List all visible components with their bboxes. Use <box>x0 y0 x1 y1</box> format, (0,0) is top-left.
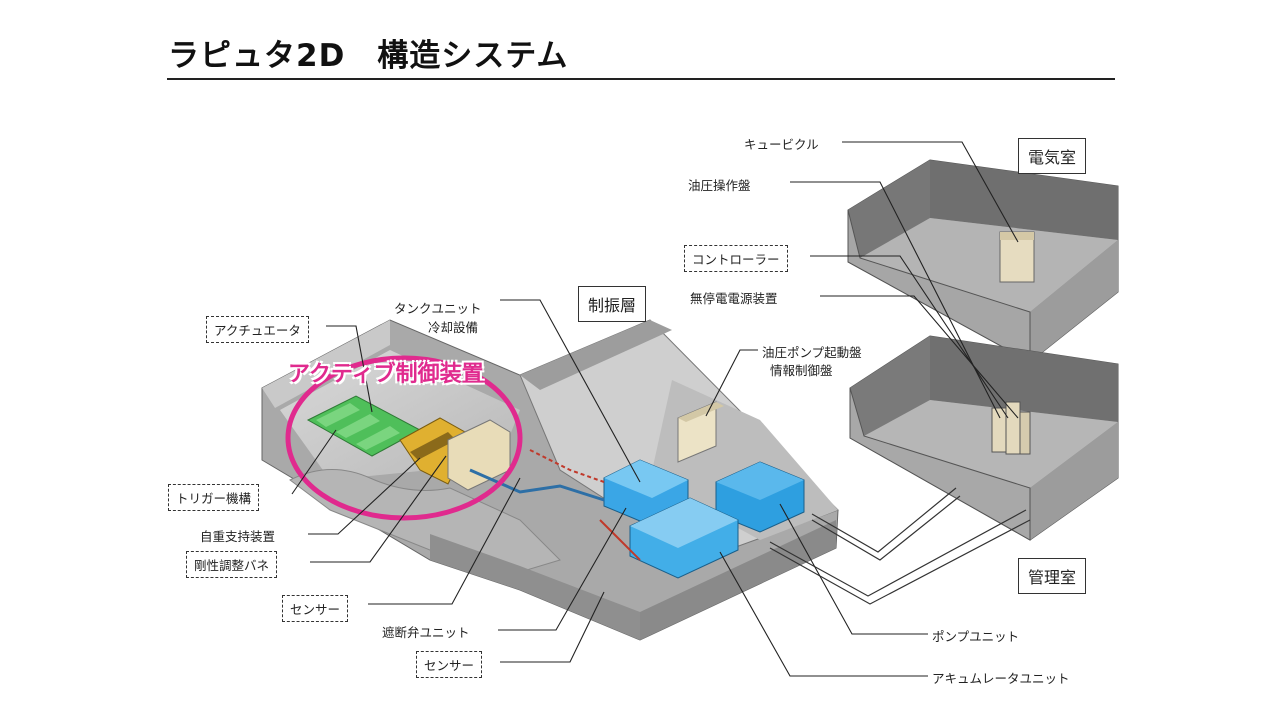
active-control-highlight <box>285 355 523 521</box>
label-actuator: アクチュエータ <box>206 316 309 343</box>
label-shutoff-valve: 遮断弁ユニット <box>382 625 470 640</box>
label-cooling: 冷却設備 <box>428 320 479 335</box>
label-accumulator: アキュムレータユニット <box>932 671 1070 686</box>
room-isolation-layer: 制振層 <box>578 286 647 322</box>
management-room <box>849 335 1119 541</box>
label-tank-unit: タンクユニット <box>394 301 482 316</box>
label-cubicle: キュービクル <box>744 137 819 152</box>
label-active-control: アクティブ制御装置 <box>288 362 484 387</box>
label-sensor-1: センサー <box>282 595 349 622</box>
label-self-weight-support: 自重支持装置 <box>200 529 276 544</box>
room-electric: 電気室 <box>1018 138 1087 174</box>
label-hydraulic-pump-start: 油圧ポンプ起動盤 <box>762 345 862 360</box>
label-stiffness-spring: 剛性調整バネ <box>186 551 278 578</box>
label-trigger: トリガー機構 <box>168 484 260 511</box>
label-pump-unit: ポンプユニット <box>932 629 1020 644</box>
leader-lines <box>291 141 1019 677</box>
label-hydraulic-panel: 油圧操作盤 <box>688 178 751 193</box>
label-info-control: 情報制御盤 <box>770 363 833 378</box>
electric-room <box>847 159 1119 363</box>
label-controller: コントローラー <box>684 245 788 272</box>
room-management: 管理室 <box>1018 558 1087 594</box>
connecting-cables <box>769 487 1031 605</box>
label-ups: 無停電電源装置 <box>690 291 778 306</box>
page-title: ラピュタ2D 構造システム <box>168 38 569 74</box>
title-underline <box>167 78 1115 80</box>
label-sensor-2: センサー <box>416 651 483 678</box>
